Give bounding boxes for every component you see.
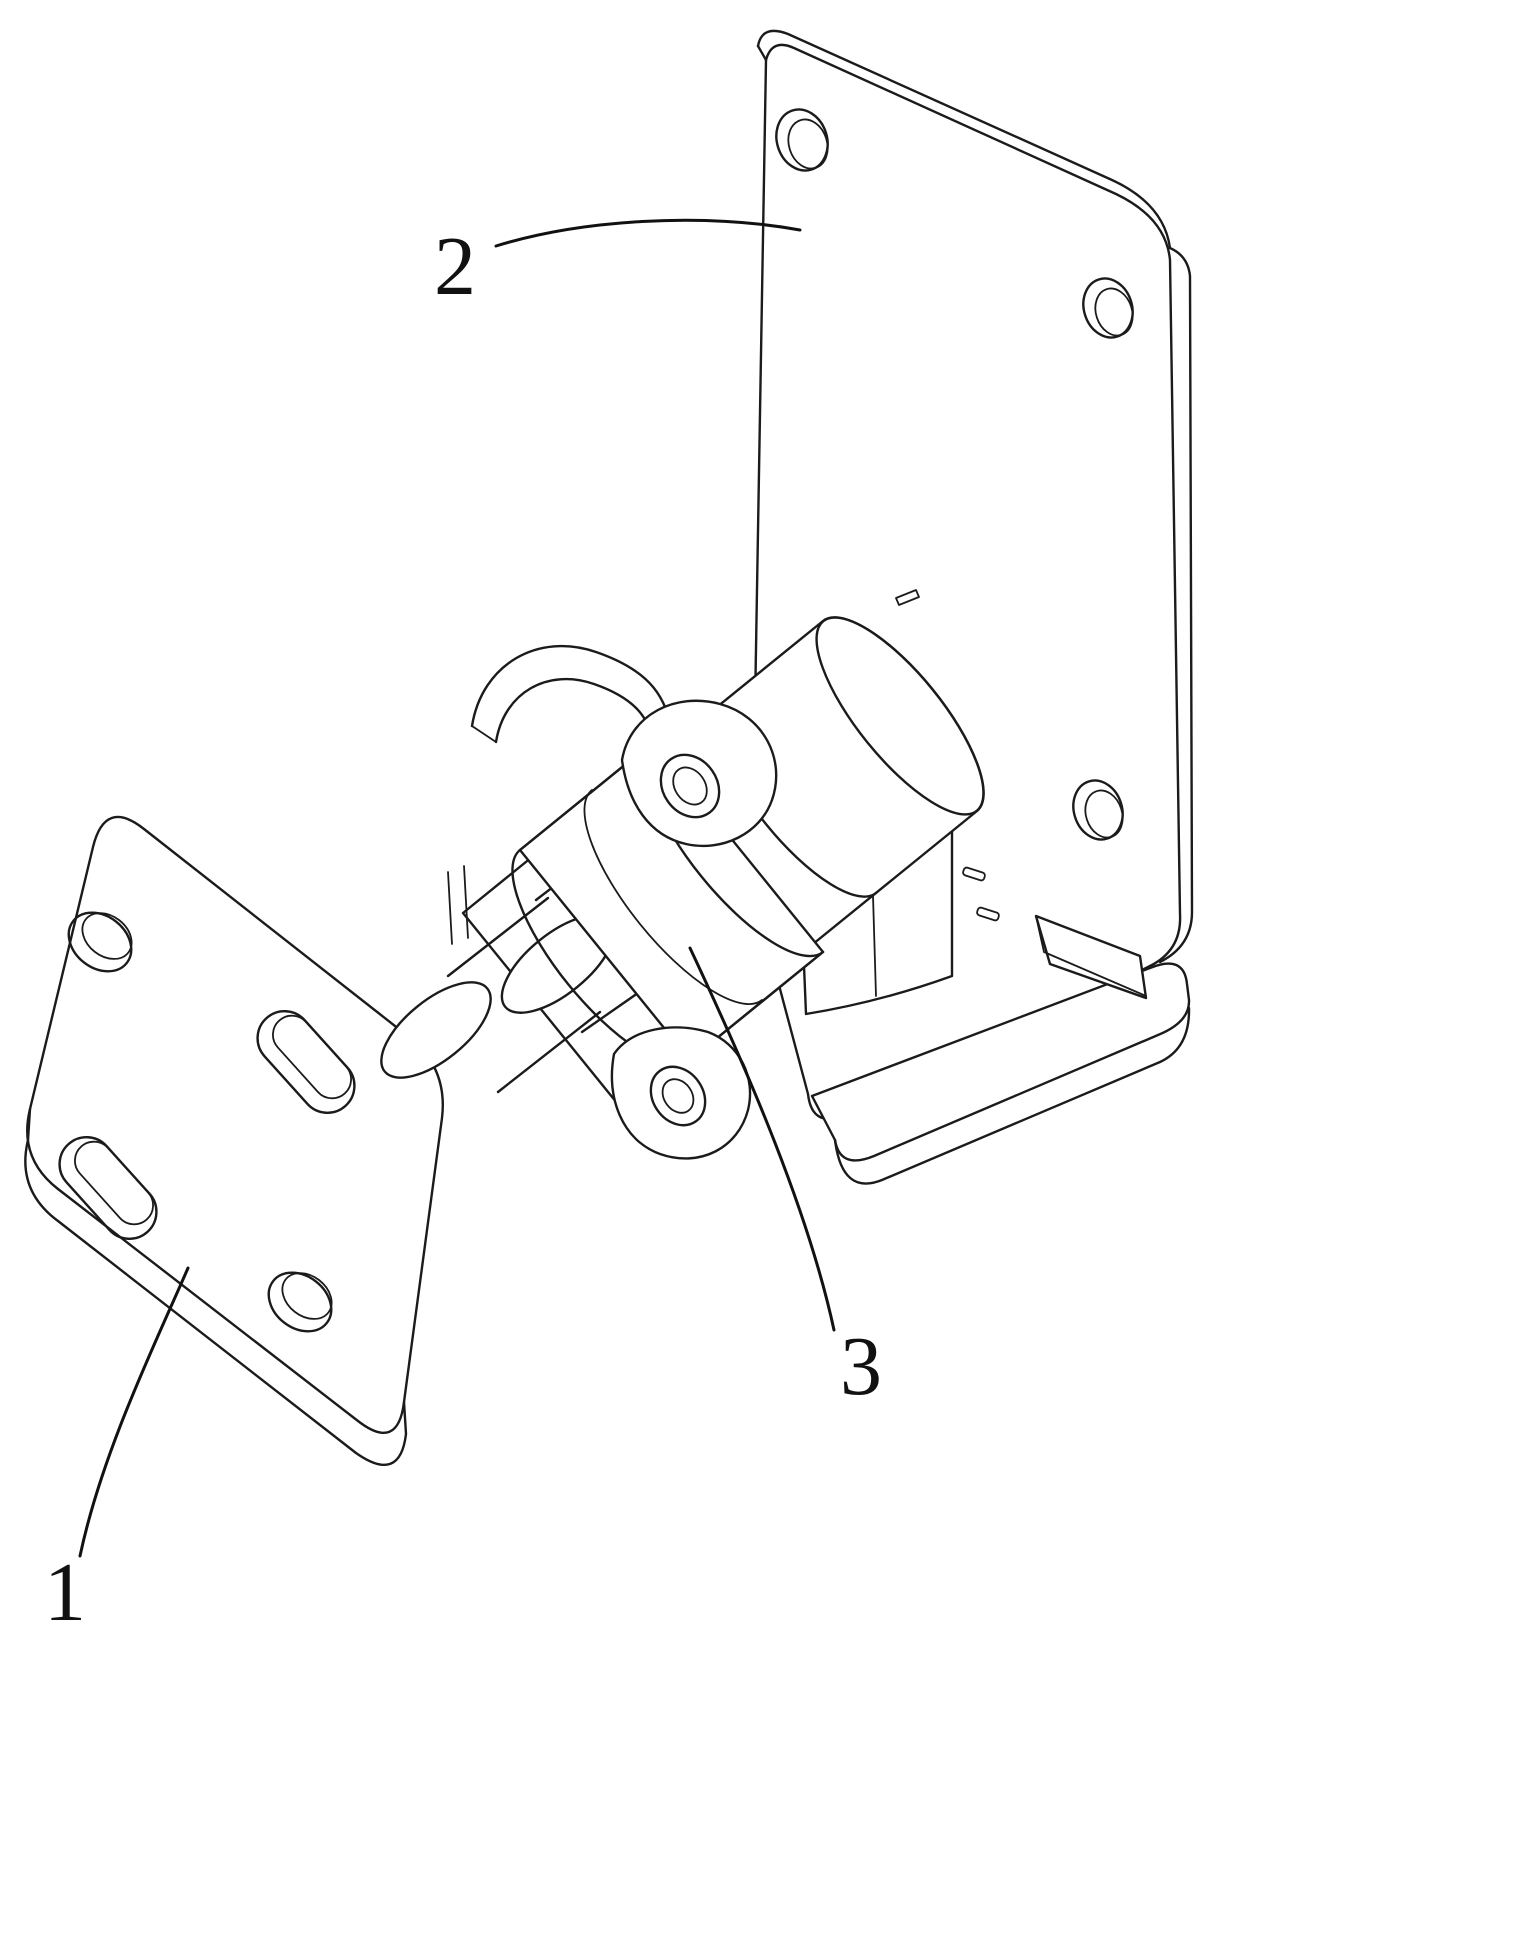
ear-hole	[659, 753, 721, 819]
leader-line-2	[494, 218, 802, 248]
ear-hole	[672, 766, 708, 806]
label-1: 1	[44, 1546, 86, 1639]
leader-line-1	[78, 1266, 190, 1558]
back-plate-top-thickness	[756, 29, 1172, 250]
ear-bottom	[610, 1026, 752, 1160]
strap-side-line	[463, 865, 469, 939]
ear-hole	[649, 1065, 707, 1127]
bolt-hole	[267, 1271, 333, 1333]
cap-tab	[895, 589, 920, 606]
base-flange	[810, 866, 1191, 1185]
flange-wedge-edge	[1035, 915, 1147, 997]
clamp-collar	[511, 699, 825, 1160]
bolt-hole	[1084, 789, 1124, 839]
pivot-shaft	[380, 852, 650, 1094]
flange-slot	[976, 906, 1000, 922]
flange-slot	[962, 866, 986, 882]
label-2: 2	[434, 220, 476, 313]
flange-wedge	[1034, 914, 1148, 1000]
bolt-hole	[787, 118, 829, 170]
flange-face	[810, 962, 1191, 1162]
slot-hole	[74, 1140, 154, 1226]
bolt-hole	[775, 108, 829, 172]
shaft-line	[446, 896, 550, 978]
bolt-hole	[67, 911, 133, 973]
ear-hole	[661, 1078, 695, 1114]
strap-side-line	[447, 871, 453, 945]
mounting-plate	[24, 815, 444, 1467]
back-plate-right-thickness	[1158, 246, 1194, 964]
mounting-plate-face	[26, 815, 444, 1435]
bolt-hole	[1072, 779, 1124, 841]
bolt-hole	[1094, 287, 1134, 337]
bolt-hole	[281, 1272, 333, 1320]
shaft-boss	[380, 981, 492, 1079]
back-plate-left-thickness	[756, 44, 768, 62]
strap-outer-edge	[470, 644, 674, 734]
label-3: 3	[840, 1320, 882, 1413]
mounting-plate-thickness	[24, 1107, 408, 1467]
slot-hole	[272, 1014, 352, 1100]
flange-thickness	[833, 1006, 1191, 1185]
shaft-line	[496, 1010, 602, 1094]
bolt-hole	[81, 912, 133, 960]
bolt-hole	[1082, 277, 1134, 339]
cylinder-cap	[815, 616, 985, 816]
collar-seam	[583, 789, 763, 1005]
annotations: 2 3 1	[44, 218, 882, 1639]
leader-line-3	[688, 946, 836, 1332]
strap-end	[471, 725, 497, 743]
